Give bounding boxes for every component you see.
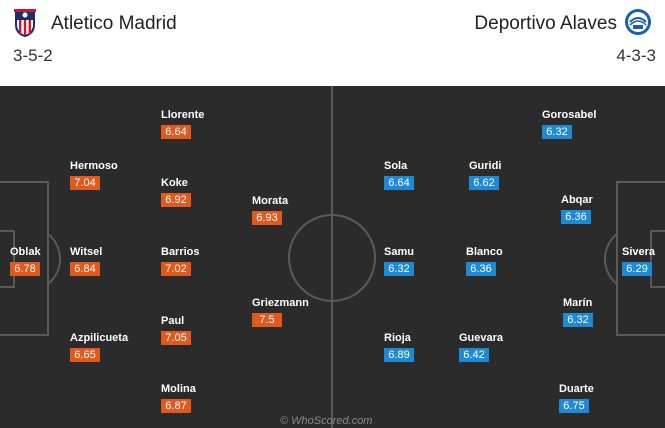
player-koke[interactable]: Koke 6.92 [161, 177, 271, 208]
player-rating: 6.62 [469, 176, 499, 190]
player-rating: 6.32 [563, 313, 593, 327]
player-rating: 6.32 [542, 125, 572, 139]
player-griezmann[interactable]: Griezmann 7.5 [252, 297, 362, 328]
player-name: Blanco [466, 246, 503, 258]
player-rating: 6.64 [161, 125, 191, 139]
player-name: Marín [563, 297, 593, 309]
player-name: Sola [384, 160, 408, 172]
player-rating: 6.65 [70, 348, 100, 362]
player-name: Abqar [561, 194, 593, 206]
player-name: Duarte [559, 383, 594, 395]
player-name: Hermoso [70, 160, 118, 172]
player-name: Paul [161, 315, 185, 327]
player-rioja[interactable]: Rioja 6.89 [384, 332, 494, 363]
player-rating: 6.75 [559, 399, 589, 413]
player-rating: 6.93 [252, 211, 282, 225]
home-team-name[interactable]: Atletico Madrid [51, 13, 177, 34]
pitch: Oblak 6.78 Hermoso 7.04 Witsel 6.84 Azpi… [0, 86, 665, 428]
watermark: © WhoScored.com [280, 415, 373, 427]
player-name: Koke [161, 177, 188, 189]
away-formation: 4-3-3 [616, 46, 656, 65]
player-name: Barrios [161, 246, 200, 258]
player-rating: 7.05 [161, 331, 191, 345]
player-gorosabel[interactable]: Gorosabel 6.32 [542, 109, 652, 140]
player-name: Griezmann [252, 297, 309, 309]
player-name: Gorosabel [542, 109, 597, 121]
player-marin[interactable]: Marín 6.32 [563, 297, 665, 328]
player-guridi[interactable]: Guridi 6.62 [469, 160, 579, 191]
player-rating: 6.87 [161, 399, 191, 413]
player-name: Guridi [469, 160, 502, 172]
player-rating: 6.64 [384, 176, 414, 190]
player-paul[interactable]: Paul 7.05 [161, 315, 271, 346]
player-name: Molina [161, 383, 196, 395]
home-formation: 3-5-2 [13, 46, 53, 65]
player-hermoso[interactable]: Hermoso 7.04 [70, 160, 180, 191]
player-sola[interactable]: Sola 6.64 [384, 160, 494, 191]
player-azpilicueta[interactable]: Azpilicueta 6.65 [70, 332, 180, 363]
away-team-name[interactable]: Deportivo Alaves [474, 13, 617, 34]
atletico-crest-icon [14, 9, 36, 37]
player-guevara[interactable]: Guevara 6.42 [459, 332, 569, 363]
player-rating: 7.02 [161, 262, 191, 276]
alaves-crest-icon [625, 9, 651, 35]
player-blanco[interactable]: Blanco 6.36 [466, 246, 576, 277]
pitch-markings [0, 86, 665, 428]
player-name: Sivera [622, 246, 656, 258]
player-name: Guevara [459, 332, 504, 344]
player-name: Azpilicueta [70, 332, 129, 344]
player-llorente[interactable]: Llorente 6.64 [161, 109, 271, 140]
player-rating: 6.29 [622, 262, 652, 276]
player-name: Morata [252, 195, 289, 207]
player-oblak[interactable]: Oblak 6.78 [10, 246, 120, 277]
player-name: Samu [384, 246, 414, 258]
player-morata[interactable]: Morata 6.93 [252, 195, 362, 226]
player-rating: 6.89 [384, 348, 414, 362]
player-name: Oblak [10, 246, 41, 258]
player-rating: 6.36 [561, 210, 591, 224]
player-witsel[interactable]: Witsel 6.84 [70, 246, 180, 277]
player-name: Witsel [70, 246, 103, 258]
player-abqar[interactable]: Abqar 6.36 [561, 194, 665, 225]
player-rating: 6.32 [384, 262, 414, 276]
player-rating: 6.36 [466, 262, 496, 276]
player-samu[interactable]: Samu 6.32 [384, 246, 494, 277]
player-rating: 7.5 [252, 313, 282, 327]
player-rating: 6.42 [459, 348, 489, 362]
player-rating: 6.84 [70, 262, 100, 276]
player-rating: 6.92 [161, 193, 191, 207]
player-sivera[interactable]: Sivera 6.29 [622, 246, 662, 277]
player-name: Rioja [384, 332, 411, 344]
player-rating: 7.04 [70, 176, 100, 190]
player-name: Llorente [161, 109, 205, 121]
player-molina[interactable]: Molina 6.87 [161, 383, 271, 414]
player-duarte[interactable]: Duarte 6.75 [559, 383, 665, 414]
match-header: Atletico Madrid 3-5-2 Deportivo Alaves 4… [0, 0, 665, 86]
player-barrios[interactable]: Barrios 7.02 [161, 246, 271, 277]
player-rating: 6.78 [10, 262, 40, 276]
